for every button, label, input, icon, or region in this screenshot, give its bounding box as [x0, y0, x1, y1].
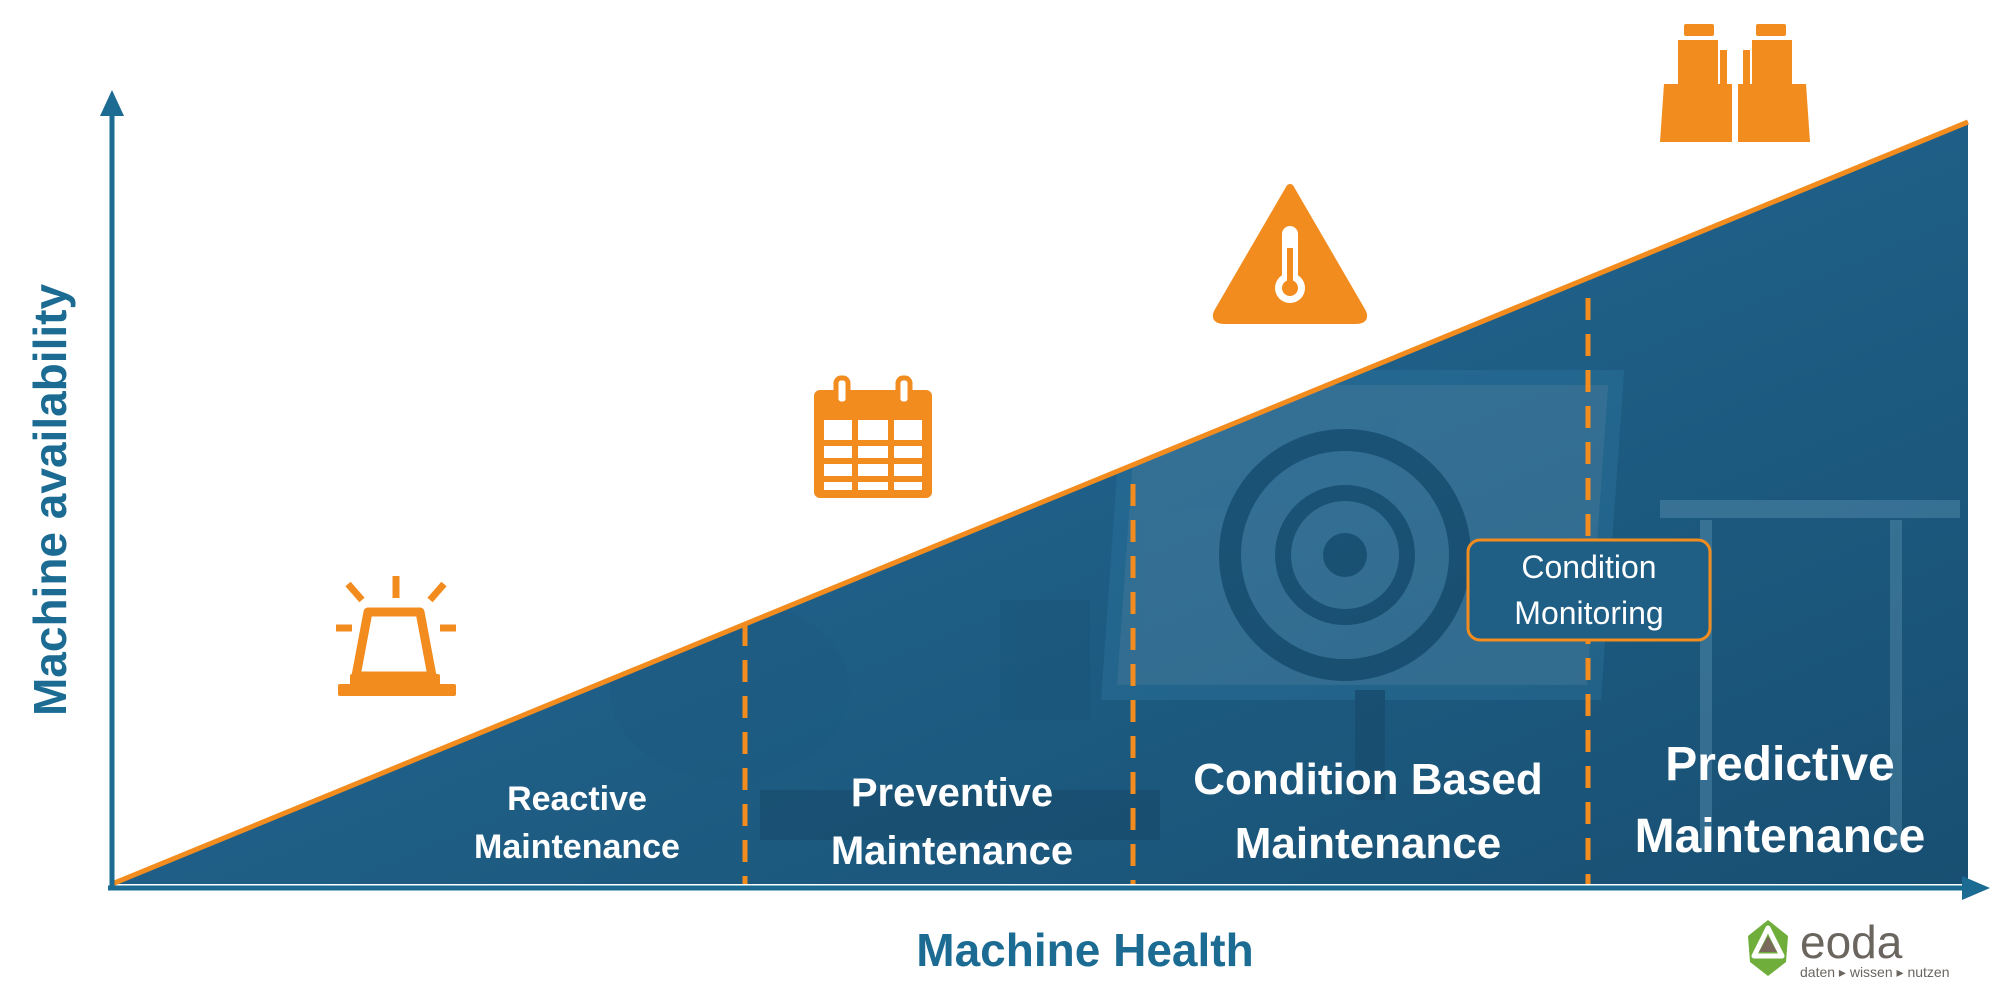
svg-text:Condition: Condition	[1521, 549, 1656, 585]
stage-label-reactive: Maintenance	[474, 828, 680, 866]
logo-tagline: daten ▸ wissen ▸ nutzen	[1800, 964, 1949, 980]
stage-label-preventive: Maintenance	[831, 829, 1073, 873]
thermometer-warning-icon	[1212, 184, 1368, 324]
siren-icon	[336, 576, 456, 696]
stage-label-reactive: Reactive	[507, 780, 647, 818]
stage-label-predictive: Maintenance	[1635, 810, 1926, 863]
binoculars-icon	[1660, 24, 1810, 142]
stage-label-predictive: Predictive	[1665, 738, 1894, 791]
x-axis	[108, 876, 1990, 900]
x-axis-label: Machine Health	[916, 924, 1253, 976]
eoda-logo: eoda daten ▸ wissen ▸ nutzen	[1748, 916, 1949, 980]
y-axis	[100, 90, 124, 888]
stage-label-condition-based: Condition Based	[1193, 755, 1543, 804]
condition-monitoring-callout: Condition Monitoring	[1466, 538, 1712, 642]
calendar-icon	[814, 375, 932, 498]
stage-label-condition-based: Maintenance	[1235, 819, 1502, 868]
y-axis-label: Machine availability	[24, 284, 76, 716]
svg-text:Monitoring: Monitoring	[1514, 595, 1663, 631]
logo-brand: eoda	[1800, 916, 1903, 968]
stage-label-preventive: Preventive	[851, 771, 1053, 815]
trend-line	[111, 119, 1969, 887]
